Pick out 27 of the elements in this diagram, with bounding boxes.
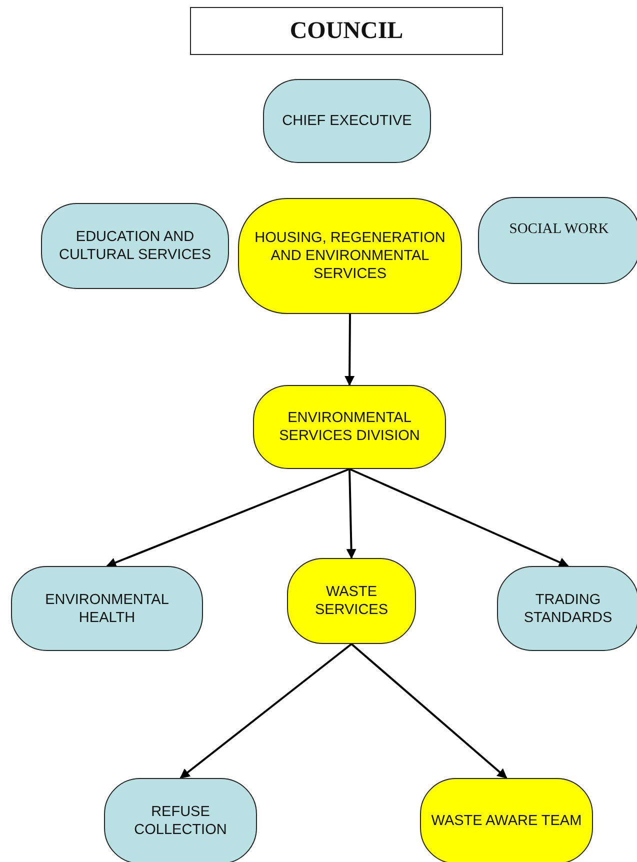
- node-label: ENVIRONMENTAL SERVICES DIVISION: [278, 409, 421, 445]
- rounded-box: [11, 566, 203, 651]
- node-label: COUNCIL: [288, 22, 404, 40]
- arrow: [349, 468, 569, 567]
- arrow: [350, 643, 508, 779]
- node-label: ENVIRONMENTAL HEALTH: [44, 590, 170, 626]
- rounded-box: [287, 558, 416, 644]
- rounded-box: [253, 385, 446, 469]
- rounded-box: [478, 197, 637, 284]
- node-label: WASTE AWARE TEAM: [430, 812, 583, 830]
- arrow: [344, 314, 355, 386]
- title-box: [190, 7, 503, 55]
- rounded-box: [497, 566, 637, 651]
- rounded-box: [41, 203, 229, 289]
- node-label: CHIEF EXECUTIVE: [281, 112, 413, 130]
- node-label: WASTE SERVICES: [314, 583, 390, 619]
- arrow: [106, 468, 350, 568]
- arrow: [346, 468, 356, 559]
- rounded-box: [263, 79, 431, 163]
- arrow: [180, 643, 352, 779]
- rounded-box: [104, 778, 257, 862]
- node-label: HOUSING, REGENERATION AND ENVIRONMENTAL SERVICES: [254, 229, 446, 283]
- rounded-box: [420, 778, 593, 862]
- node-label: EDUCATION AND CULTURAL SERVICES: [58, 228, 212, 264]
- node-label: SOCIAL WORK: [508, 220, 610, 238]
- node-label: TRADING STANDARDS: [522, 590, 614, 626]
- node-label: REFUSE COLLECTION: [133, 803, 228, 839]
